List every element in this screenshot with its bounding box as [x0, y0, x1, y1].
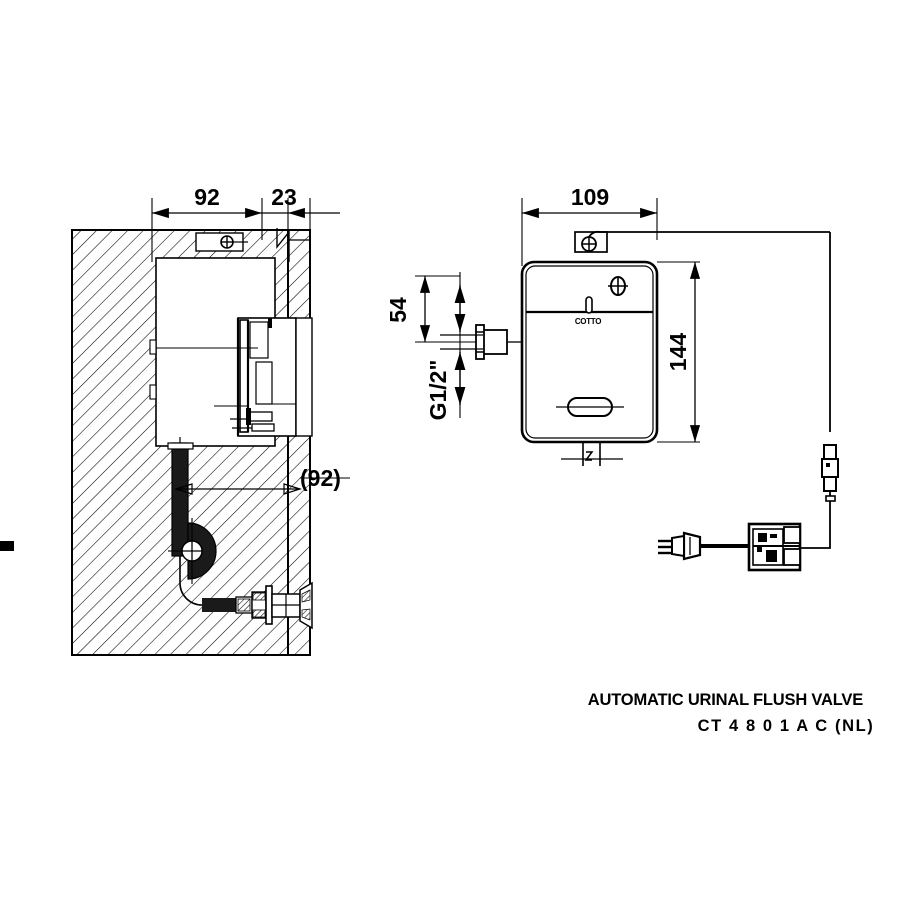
dimension-23-label: 23: [271, 184, 297, 210]
valve-outlet: [561, 442, 623, 466]
inline-cable-connector: [821, 444, 839, 502]
dimension-109: 109: [522, 184, 657, 219]
front-elevation-view: COTTO: [0, 230, 839, 572]
centre-stud: [585, 296, 593, 314]
dimension-92: 92: [152, 184, 262, 219]
urinal-outlet-spout: [202, 581, 313, 630]
dimension-144: 144: [665, 262, 701, 442]
indicator-window: [556, 397, 624, 417]
brand-logo: COTTO: [575, 317, 601, 326]
top-cable-fitting: [195, 232, 248, 252]
dimension-54: 54: [385, 275, 476, 343]
right-view-dimensions: 109 144 54 G1/2": [385, 184, 701, 443]
wall-section-view: [71, 228, 313, 656]
valve-assembly-section: [210, 317, 313, 437]
product-name: AUTOMATIC URINAL FLUSH VALVE: [588, 691, 863, 709]
dimension-92-ref: (92): [173, 465, 350, 495]
dimension-109-label: 109: [571, 184, 609, 210]
title-block: AUTOMATIC URINAL FLUSH VALVE CT 4 8 0 1 …: [588, 691, 875, 735]
cable-gland: [574, 230, 830, 253]
left-view-dimensions: 92 23 (92): [151, 184, 350, 495]
product-code: CT 4 8 0 1 A C (NL): [698, 717, 875, 735]
dimension-54-label: 54: [385, 297, 411, 323]
break-line-symbol: [276, 228, 310, 262]
dimension-g-half-inch-label: G1/2": [425, 360, 451, 421]
dimension-144-label: 144: [665, 333, 691, 372]
dimension-92-ref-label: (92): [300, 465, 341, 491]
pipe-elbow: [168, 518, 217, 606]
infrared-sensor: [608, 276, 628, 296]
valve-cover-plate: COTTO: [520, 260, 659, 444]
dimension-23: 23: [262, 184, 340, 219]
mains-plug-3-prong: [658, 531, 702, 561]
power-adapter-transformer: [0, 522, 802, 572]
dimension-92-label: 92: [194, 184, 220, 210]
dimension-g-half-inch: G1/2": [425, 272, 466, 421]
